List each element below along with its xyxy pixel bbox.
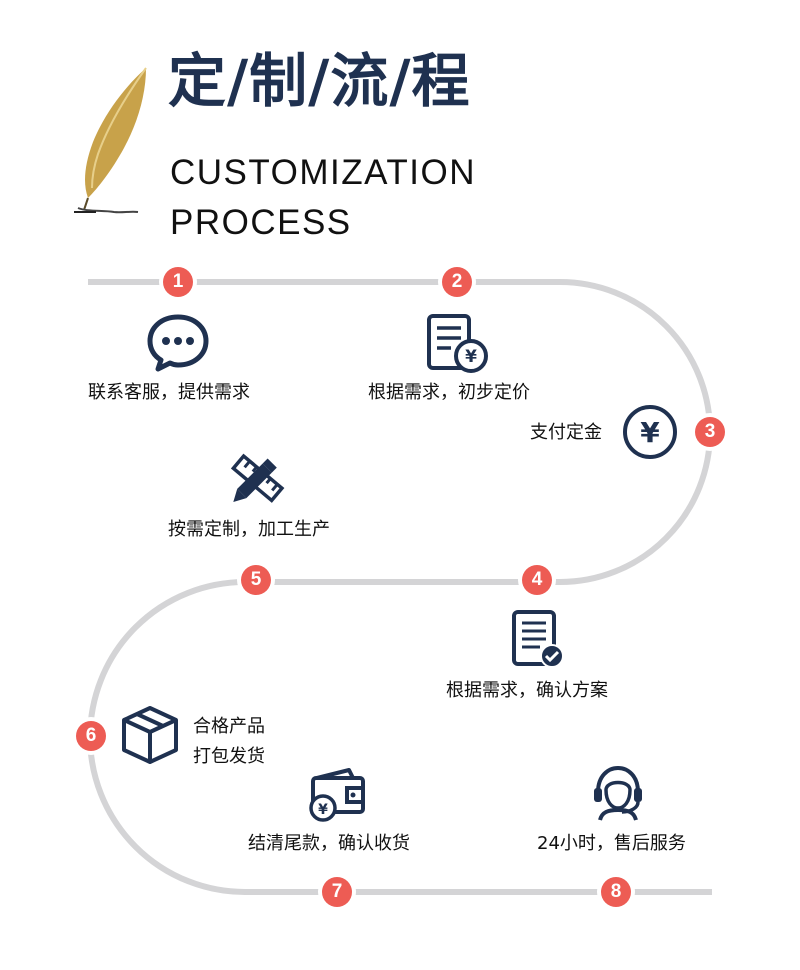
step-label-6-line-2: 打包发货 [193,746,265,767]
subtitle-line-1: CUSTOMIZATION [170,153,476,192]
chat-bubble-icon [147,314,209,372]
step-badge-4: 4 [522,565,552,595]
step-badge-2: 2 [442,267,472,297]
checklist-icon [512,610,564,668]
yuan-coin-icon: ¥ [623,405,677,459]
step-badge-7: 7 [322,877,352,907]
svg-text:¥: ¥ [318,802,328,818]
step-badge-1: 1 [163,267,193,297]
price-document-icon: ¥ [427,314,488,373]
step-badge-3: 3 [695,417,725,447]
quill-pen-icon [74,67,147,214]
svg-text:¥: ¥ [640,416,660,449]
subtitle-line-2: PROCESS [170,203,352,242]
svg-text:¥: ¥ [465,347,477,367]
step-label-7: 结清尾款，确认收货 [248,833,410,854]
step-label-6-line-1: 合格产品 [193,716,265,737]
step-label-5: 按需定制，加工生产 [168,519,330,540]
step-badge-5: 5 [241,565,271,595]
step-badge-8: 8 [601,877,631,907]
step-label-3: 支付定金 [530,422,602,443]
step-badge-6: 6 [76,721,106,751]
step-label-6: 合格产品 打包发货 [193,712,265,772]
page-subtitle: CUSTOMIZATION PROCESS [170,148,476,248]
step-label-2: 根据需求，初步定价 [368,382,530,403]
headset-support-icon [594,765,642,821]
wallet-icon: ¥ [309,768,365,822]
pencil-ruler-icon [230,453,285,503]
step-label-8: 24小时，售后服务 [537,833,686,854]
step-label-4: 根据需求，确认方案 [446,680,608,701]
package-box-icon [122,706,178,764]
page-title: 定/制/流/程 [168,47,471,115]
step-label-1: 联系客服，提供需求 [88,382,250,403]
